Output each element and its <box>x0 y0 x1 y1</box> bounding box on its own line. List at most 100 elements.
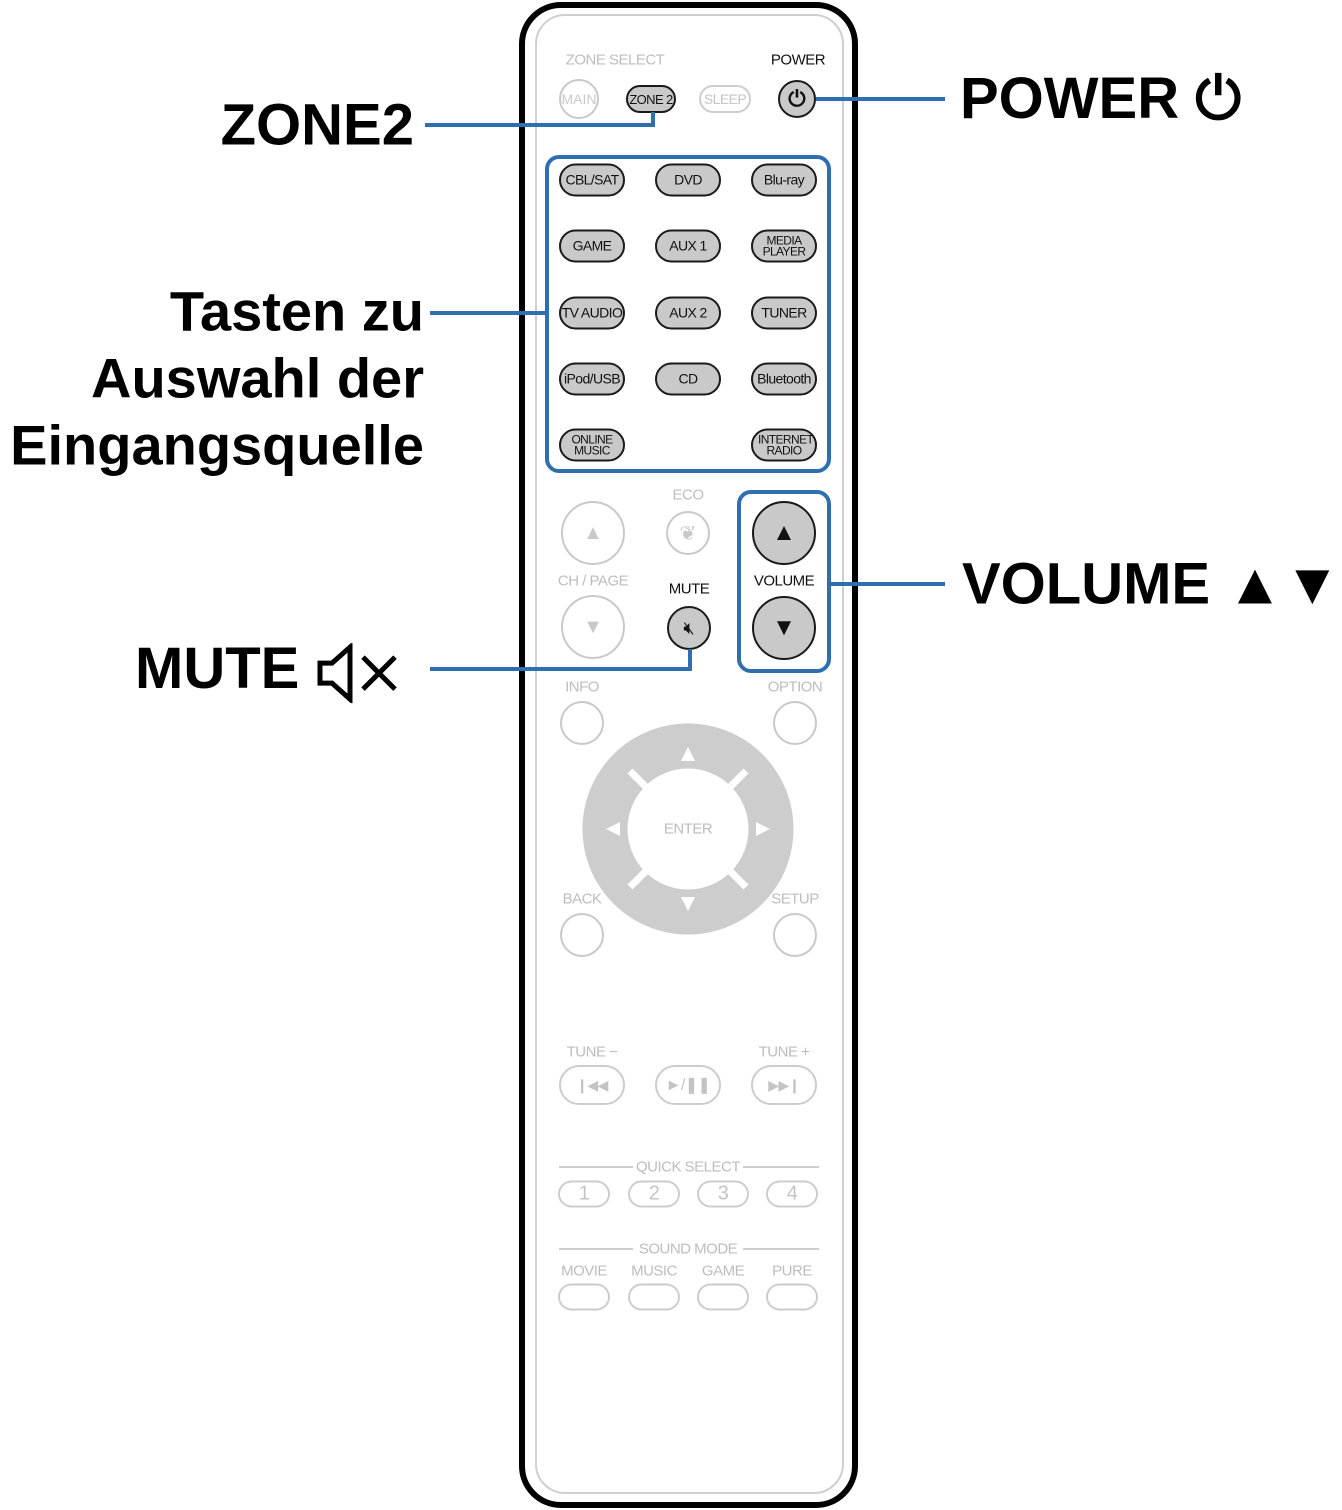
zone2-button[interactable]: ZONE 2 <box>626 85 676 113</box>
skip-forward-icon: ▶▶❙ <box>768 1076 800 1093</box>
tune-minus-label: TUNE − <box>566 1043 618 1061</box>
option-button[interactable] <box>773 701 817 745</box>
zone2-callout: ZONE2 <box>220 92 414 158</box>
sound-mode-movie-button[interactable] <box>558 1283 610 1311</box>
tune-plus-label: TUNE + <box>758 1043 810 1061</box>
input-button-label: CBL/SAT <box>565 171 619 188</box>
ch-page-up-button[interactable]: ▲ <box>561 501 625 565</box>
up-triangle-icon: ▲ <box>583 521 603 544</box>
mute-icon: 🔇︎ <box>683 617 695 638</box>
setup-label: SETUP <box>771 890 819 908</box>
volume-callout-text: VOLUME <box>962 551 1211 617</box>
mute-label: MUTE <box>668 580 710 598</box>
sound-mode-pure-button[interactable] <box>766 1283 818 1311</box>
mute-callout-line <box>688 649 692 671</box>
remote-inner-outline <box>535 14 844 1494</box>
down-triangle-icon: ▼ <box>772 614 796 641</box>
mute-button[interactable]: 🔇︎ <box>667 606 711 650</box>
remote-outline <box>519 2 858 1508</box>
quick-select-4-button[interactable]: 4 <box>766 1180 818 1208</box>
divider <box>559 1166 633 1168</box>
quick-select-label: QUICK SELECT <box>635 1158 741 1176</box>
input-group-highlight <box>545 155 831 473</box>
input-button-dvd[interactable]: DVD <box>655 163 721 197</box>
input-button-label: GAME <box>572 237 612 254</box>
volume-down-button[interactable]: ▼ <box>752 596 816 660</box>
volume-highlight <box>737 490 831 673</box>
input-callout-line3: Eingangsquelle <box>10 413 424 477</box>
volume-arrows-icon: ▲▼ <box>1226 551 1342 617</box>
quick-select-1-button[interactable]: 1 <box>558 1180 610 1208</box>
input-button-ipod-usb[interactable]: iPod/USB <box>559 362 625 396</box>
back-button[interactable] <box>560 913 604 957</box>
setup-button[interactable] <box>773 913 817 957</box>
input-button-label: iPod/USB <box>564 370 621 387</box>
input-button-cd[interactable]: CD <box>655 362 721 396</box>
zone2-callout-line <box>651 112 655 127</box>
sleep-label: SLEEP <box>703 90 747 107</box>
volume-label: VOLUME <box>753 572 815 590</box>
leaf-icon: ❦ <box>679 522 697 545</box>
next-button[interactable]: ▶▶❙ <box>751 1065 817 1105</box>
input-button-label: TUNER <box>761 304 807 321</box>
input-callout-line1: Tasten zu <box>169 279 424 343</box>
dpad-arrows <box>606 747 770 911</box>
input-button-tuner[interactable]: TUNER <box>751 296 817 330</box>
input-button-tv-audio[interactable]: TV AUDIO <box>559 296 625 330</box>
input-button-label: DVD <box>674 171 702 188</box>
input-button-media-player[interactable]: MEDIA PLAYER <box>751 229 817 263</box>
mute-callout-line <box>430 667 692 671</box>
info-button[interactable] <box>560 701 604 745</box>
input-button-label: Blu-ray <box>763 171 805 188</box>
quick-select-label: 2 <box>648 1182 660 1205</box>
zone2-label: ZONE 2 <box>629 91 673 107</box>
divider <box>743 1166 819 1168</box>
ch-page-down-button[interactable]: ▼ <box>561 595 625 659</box>
quick-select-2-button[interactable]: 2 <box>628 1180 680 1208</box>
input-button-label: TV AUDIO <box>561 304 623 321</box>
play-pause-icon: ►/❚❚ <box>665 1076 711 1094</box>
input-button-aux-2[interactable]: AUX 2 <box>655 296 721 330</box>
input-button-cbl-sat[interactable]: CBL/SAT <box>559 163 625 197</box>
input-button-blu-ray[interactable]: Blu-ray <box>751 163 817 197</box>
mute-callout-text: MUTE <box>135 636 300 702</box>
main-button[interactable]: MAIN <box>559 79 599 119</box>
down-triangle-icon: ▼ <box>583 615 603 638</box>
input-button-label: CD <box>678 370 698 387</box>
dpad[interactable] <box>580 721 796 937</box>
input-callout: Tasten zu Auswahl der Eingangsquelle <box>10 278 424 479</box>
power-label: POWER <box>770 51 826 69</box>
input-button-label: AUX 2 <box>669 304 707 321</box>
sound-mode-game-button[interactable] <box>697 1283 749 1311</box>
input-button-internet-radio[interactable]: INTERNET RADIO <box>751 428 817 462</box>
quick-select-label: 4 <box>786 1182 798 1205</box>
sound-mode-music-label: MUSIC <box>631 1262 677 1280</box>
power-icon: ⏻ <box>788 86 806 111</box>
skip-back-icon: ❙◀◀ <box>576 1076 608 1093</box>
input-button-game[interactable]: GAME <box>559 229 625 263</box>
eco-label: ECO <box>672 486 704 504</box>
quick-select-3-button[interactable]: 3 <box>697 1180 749 1208</box>
input-button-aux-1[interactable]: AUX 1 <box>655 229 721 263</box>
ch-page-label: CH / PAGE <box>557 572 629 590</box>
volume-up-button[interactable]: ▲ <box>752 501 816 565</box>
input-button-online-music[interactable]: ONLINE MUSIC <box>559 428 625 462</box>
play-pause-button[interactable]: ►/❚❚ <box>655 1065 721 1105</box>
volume-callout: VOLUME ▲▼ <box>962 551 1341 618</box>
main-label: MAIN <box>561 91 597 107</box>
info-label: INFO <box>565 678 599 696</box>
input-button-label: INTERNET RADIO <box>758 432 814 457</box>
sleep-button[interactable]: SLEEP <box>699 85 751 113</box>
eco-button[interactable]: ❦ <box>666 511 710 555</box>
quick-select-label: 3 <box>717 1182 729 1205</box>
up-triangle-icon: ▲ <box>772 519 796 546</box>
power-callout-text: POWER <box>960 66 1180 131</box>
sound-mode-music-button[interactable] <box>628 1283 680 1311</box>
previous-button[interactable]: ❙◀◀ <box>559 1065 625 1105</box>
power-button[interactable]: ⏻ <box>778 80 816 118</box>
volume-callout-line <box>830 582 945 586</box>
enter-button[interactable]: ENTER <box>663 820 713 838</box>
divider <box>743 1248 819 1250</box>
input-button-bluetooth[interactable]: Bluetooth <box>751 362 817 396</box>
divider <box>559 1248 633 1250</box>
